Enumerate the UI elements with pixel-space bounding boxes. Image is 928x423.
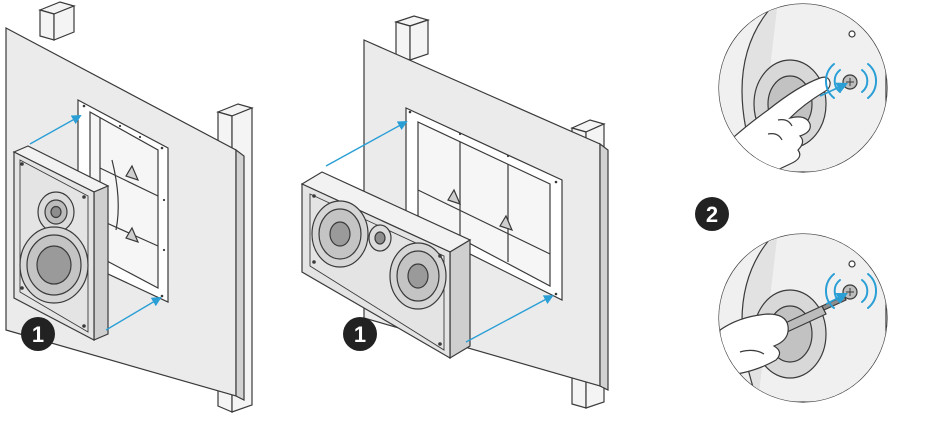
center-arrows bbox=[325, 121, 554, 343]
step-number: 2 bbox=[706, 202, 718, 227]
arrow-icon bbox=[819, 82, 849, 97]
center-tweeter bbox=[368, 224, 392, 252]
center-woofer-right bbox=[389, 242, 447, 310]
step-number: 1 bbox=[354, 322, 366, 347]
left-woofer bbox=[19, 226, 89, 304]
screw-icon bbox=[842, 74, 858, 90]
step-badge-left: 1 bbox=[21, 317, 55, 351]
step-number: 1 bbox=[32, 322, 44, 347]
screw-icon bbox=[842, 284, 858, 300]
detail-push-screw-by-hand bbox=[718, 3, 888, 173]
step-badge-center: 1 bbox=[343, 317, 377, 351]
center-scene-center-channel-speaker: 1 bbox=[300, 15, 609, 409]
arrow-icon bbox=[105, 297, 162, 331]
hand-icon bbox=[719, 313, 789, 377]
center-woofer-left bbox=[311, 200, 369, 268]
arrow-icon bbox=[825, 292, 849, 305]
arrow-icon bbox=[29, 115, 82, 145]
detail-tighten-screw-with-screwdriver bbox=[718, 233, 888, 403]
arrow-icon bbox=[325, 121, 408, 167]
step-badge-right: 2 bbox=[695, 197, 729, 231]
left-speaker bbox=[12, 145, 110, 341]
arrow-icon bbox=[465, 295, 554, 343]
left-tweeter bbox=[37, 191, 75, 233]
left-scene-bookshelf-speaker: 1 bbox=[5, 1, 254, 413]
left-arrows bbox=[29, 115, 162, 331]
center-speaker bbox=[300, 171, 472, 360]
